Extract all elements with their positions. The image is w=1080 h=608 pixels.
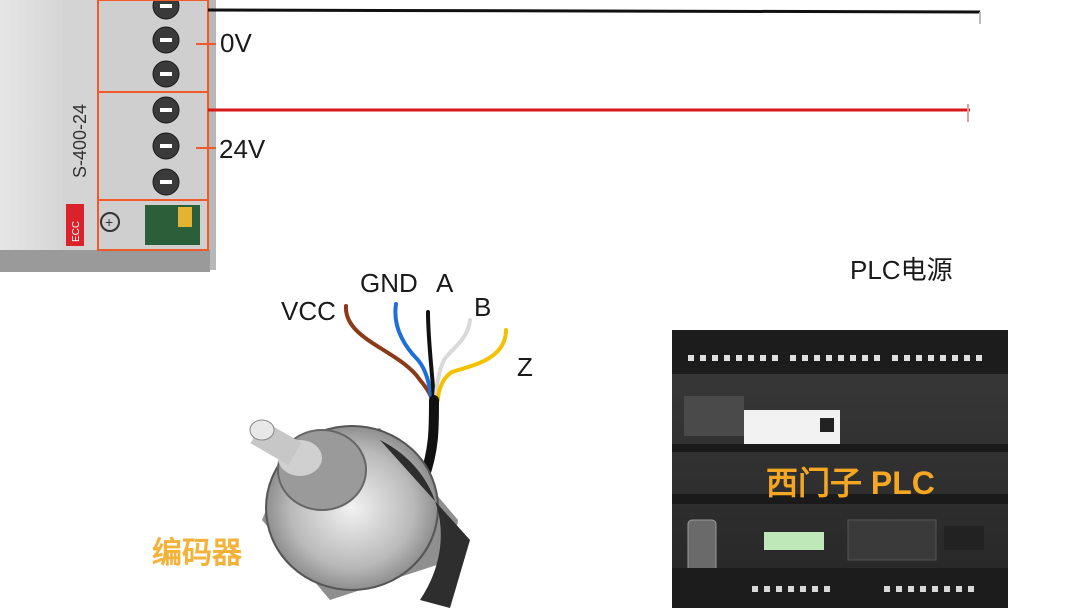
wire-gnd [393,302,434,402]
label-encoder: 编码器 [152,537,242,570]
label-24v: 24V [219,134,266,164]
label-0v: 0V [220,28,252,58]
power-supply: + ECC S-400-24 [0,0,216,272]
wire-z [436,328,508,402]
label-a: A [436,268,454,298]
wire-a [426,310,436,402]
psu-model: S-400-24 [70,104,90,178]
encoder [249,419,470,608]
label-plc-brand: 西门子 PLC [766,465,935,501]
psu-highlight [97,0,209,251]
label-plc-power: PLC电源 [850,255,953,285]
wire-b [434,318,472,402]
plc [672,330,1008,608]
psu-maker: ECC [71,221,82,242]
wire-0v [207,8,981,14]
label-b: B [474,292,492,322]
label-z: Z [517,352,533,382]
svg-text:+: + [105,214,113,230]
label-gnd: GND [360,268,418,298]
label-vcc: VCC [281,296,336,326]
wire-vcc [343,304,434,404]
